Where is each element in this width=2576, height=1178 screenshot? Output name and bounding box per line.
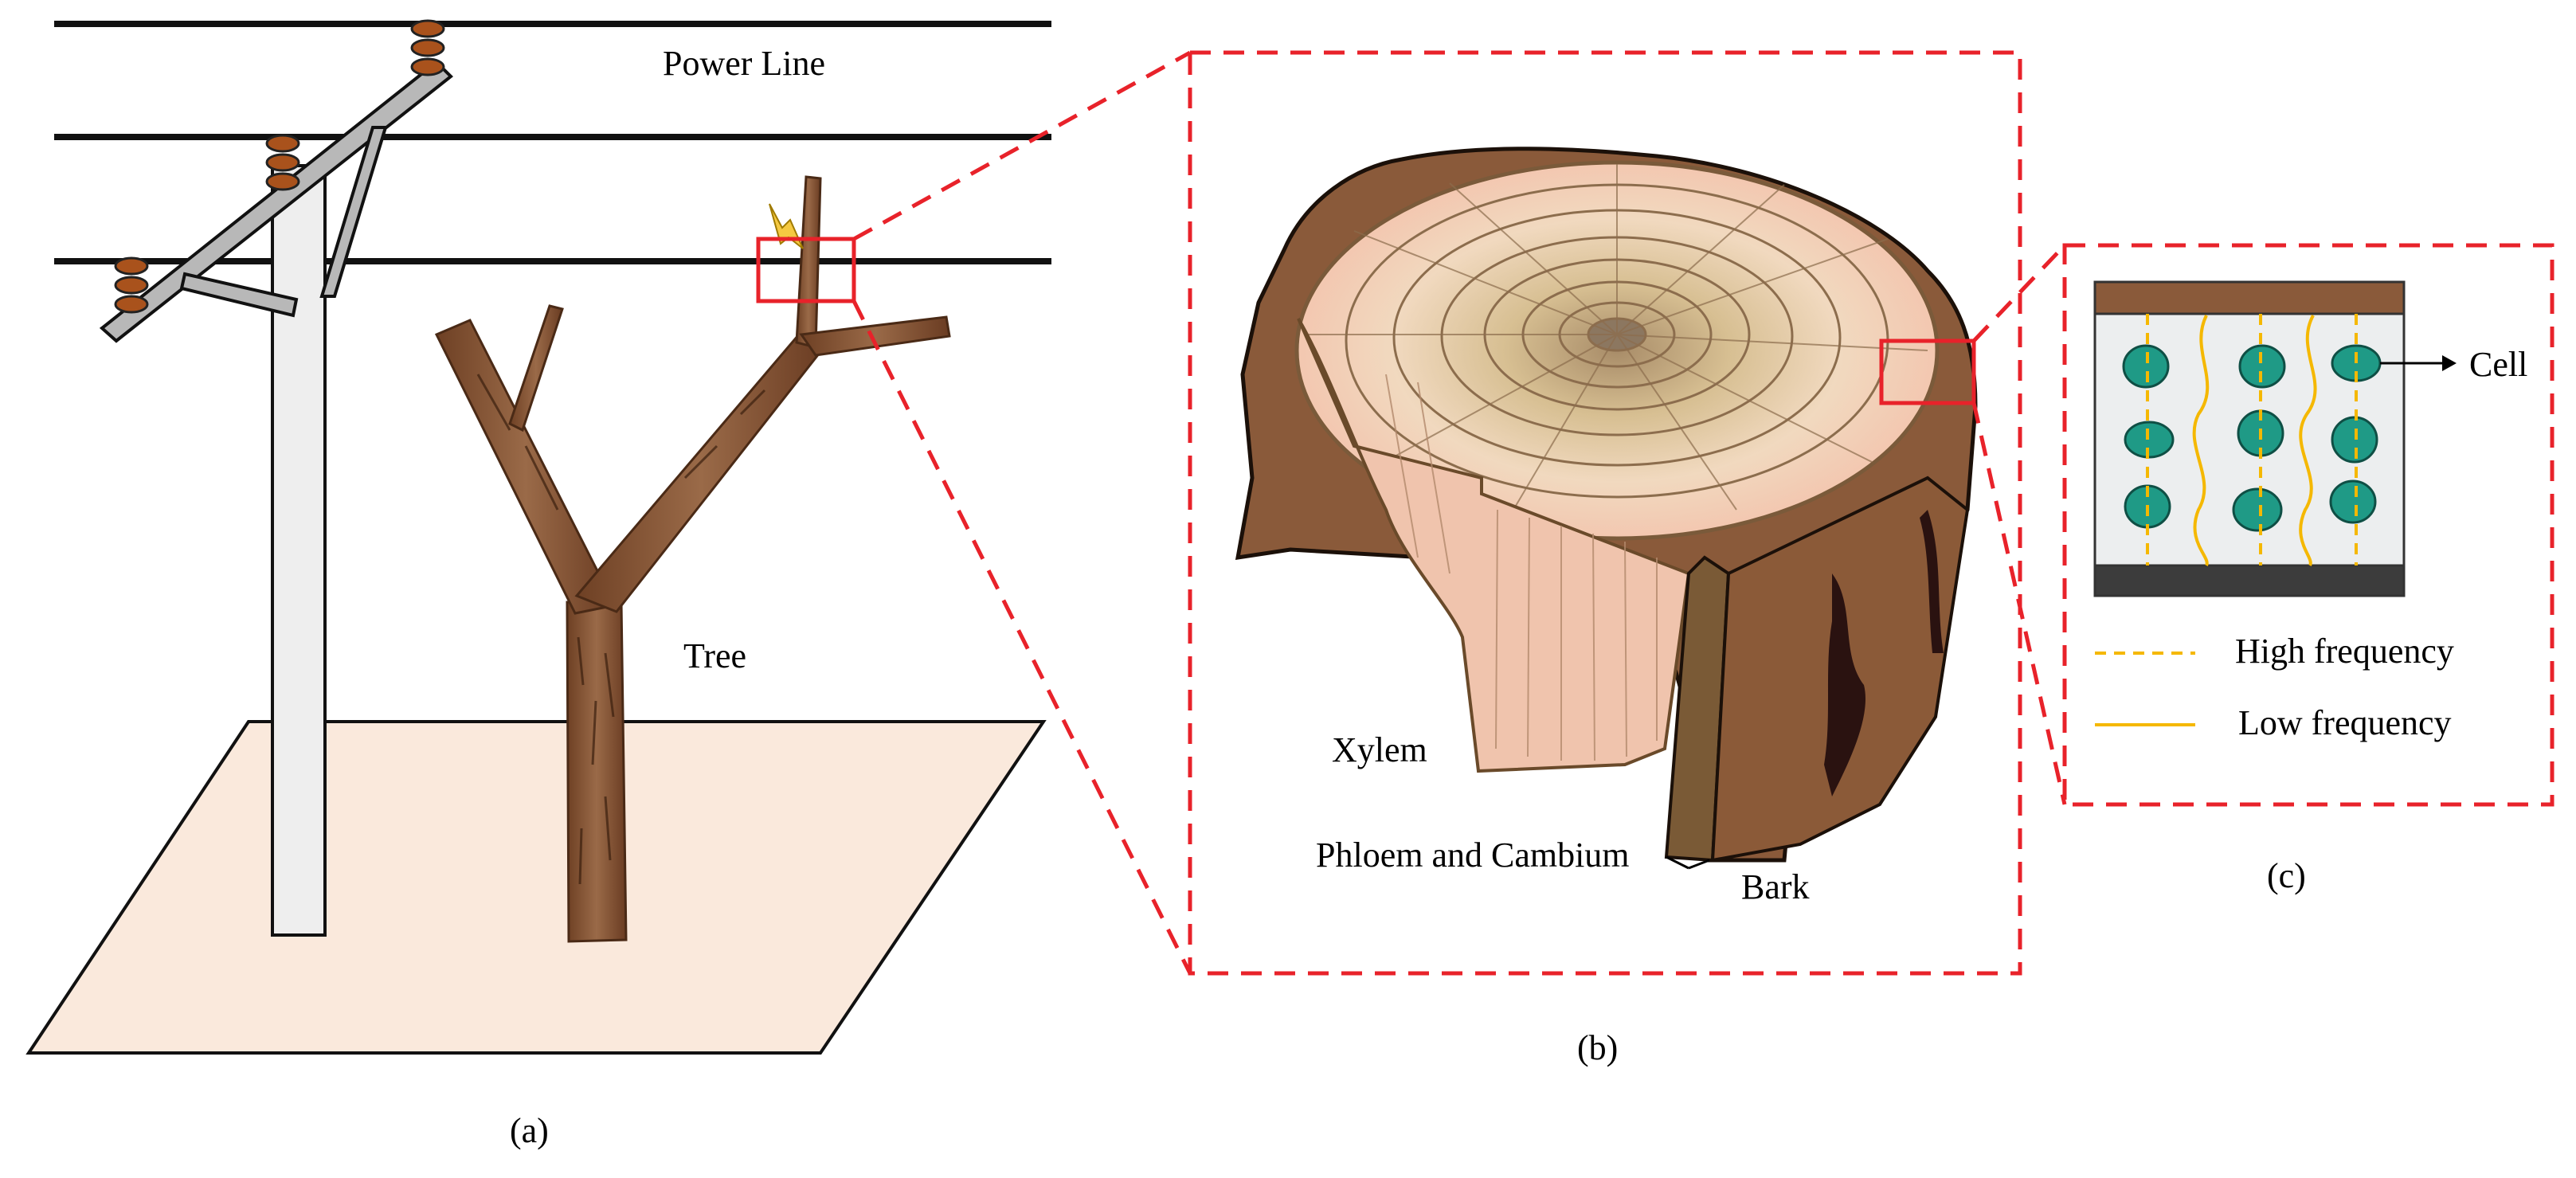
spark-icon [769, 203, 804, 249]
utility-pole [99, 60, 454, 937]
tree [434, 175, 951, 943]
panel-c: Cell High frequency Low frequency (c) [2062, 243, 2554, 895]
insulator-bottom [114, 256, 149, 314]
bark-label: Bark [1741, 867, 1810, 906]
cell-pointer-arrowhead [2442, 355, 2457, 371]
radial-rays [1306, 164, 1928, 511]
tree-label: Tree [683, 636, 746, 675]
bark-crack-2 [1920, 510, 1944, 653]
tissue-bottom-layer [2093, 564, 2406, 597]
ground-plane [25, 720, 1047, 1055]
insulator-top [410, 19, 445, 76]
bark-crack [1824, 573, 1865, 796]
tree-left-branch [434, 319, 617, 615]
panel-b: Xylem Phloem and Cambium Bark (b) [1188, 50, 2022, 1067]
tree-texture [476, 374, 766, 885]
legend-low-frequency-label: Low frequency [2238, 703, 2452, 742]
power-lines [54, 21, 1051, 264]
tree-right-branch [574, 327, 828, 613]
xylem-label: Xylem [1332, 730, 1427, 769]
panel-c-frame [2062, 243, 2554, 807]
contact-zoom-box [756, 237, 856, 303]
xylem-block [1297, 318, 1691, 773]
tree-trunk [566, 601, 628, 943]
cross-section-zoom-box [1879, 339, 1976, 405]
tree-twig-right [799, 315, 951, 357]
cell [2329, 479, 2377, 524]
tissue-top-bark [2093, 280, 2406, 315]
brace-lower [179, 272, 299, 318]
panel-b-frame [1188, 50, 2022, 976]
pole-shaft [271, 164, 327, 937]
low-frequency-paths [2192, 315, 2317, 567]
zoom-lines-a-b [851, 50, 1192, 975]
power-line-label: Power Line [663, 44, 825, 83]
high-frequency-paths [2146, 314, 2358, 566]
legend: High frequency Low frequency [2095, 632, 2454, 742]
legend-high-frequency-label: High frequency [2235, 632, 2454, 671]
cells [2122, 344, 2382, 532]
insulator-middle [265, 134, 300, 191]
panel-b-caption: (b) [1577, 1028, 1618, 1067]
panel-a: Power Line Tree (a) [25, 19, 1051, 1150]
cell-label: Cell [2469, 345, 2527, 384]
phloem-cambium-label: Phloem and Cambium [1316, 836, 1630, 875]
panel-a-caption: (a) [510, 1111, 549, 1150]
cell [2122, 344, 2170, 389]
xylem-grain [1385, 374, 1658, 761]
cell [2232, 487, 2283, 532]
tree-small-branch [508, 304, 564, 432]
label-pointers [1666, 855, 1710, 870]
brace-upper [319, 126, 388, 298]
zoom-lines-b-c [1971, 244, 2067, 805]
crossarm [99, 60, 454, 343]
panel-c-caption: (c) [2267, 856, 2306, 895]
tree-twig-up [795, 175, 822, 349]
cell [2238, 344, 2286, 389]
